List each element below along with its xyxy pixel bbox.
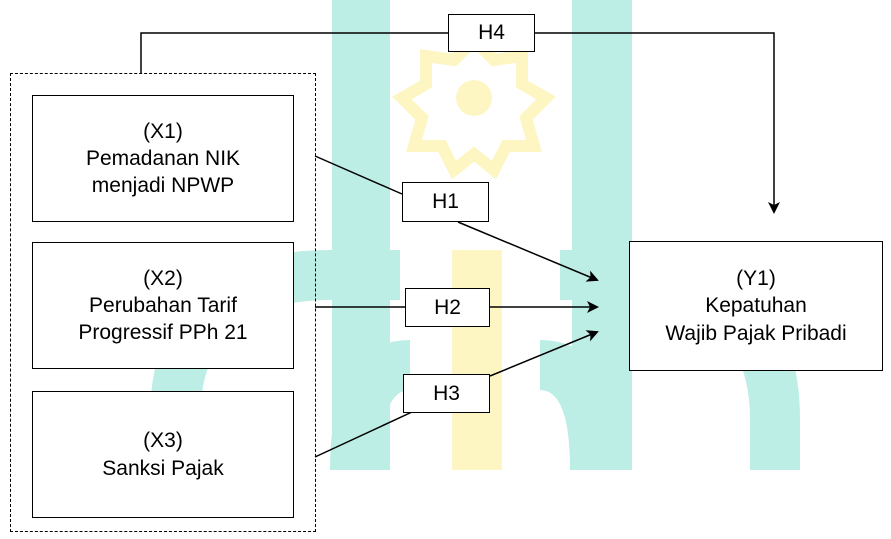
independent-variables-group [10, 73, 316, 532]
variable-y1-box: (Y1) Kepatuhan Wajib Pajak Pribadi [629, 241, 883, 371]
h3-connector-out [489, 330, 599, 377]
h3-connector-in [314, 411, 413, 458]
x3-line1: Sanksi Pajak [102, 456, 224, 480]
watermark-arch-center-left [330, 340, 410, 470]
h1-connector-out [457, 221, 599, 282]
x2-code: (X2) [143, 266, 183, 290]
h1-text: H1 [432, 190, 459, 213]
hypothesis-h4-label: H4 [448, 14, 535, 52]
h3-text: H3 [433, 381, 460, 405]
watermark-star-shape [392, 31, 556, 180]
x1-line1: Pemadanan NIK [85, 146, 241, 170]
hypothesis-h1-label: H1 [402, 182, 489, 222]
variable-x2-box: (X2) Perubahan Tarif Progressif PPh 21 [32, 242, 294, 369]
connectors [140, 32, 780, 458]
x1-code: (X1) [143, 119, 183, 143]
h4-connector [140, 32, 448, 73]
hypothesis-h2-label: H2 [405, 288, 490, 327]
y1-line1: Kepatuhan [705, 294, 807, 318]
x2-line2: Progressif PPh 21 [78, 321, 248, 345]
y1-line2: Wajib Pajak Pribadi [665, 321, 847, 345]
x3-code: (X3) [143, 429, 183, 453]
watermark-arch-center-right [540, 340, 620, 470]
h4-text: H4 [478, 21, 505, 44]
variable-x1-box: (X1) Pemadanan NIK menjadi NPWP [32, 95, 294, 222]
variable-x3-box: (X3) Sanksi Pajak [32, 391, 294, 518]
h2-text: H2 [434, 295, 461, 319]
watermark-center-stem [452, 250, 502, 470]
h4-connector-right [535, 32, 780, 214]
h1-connector-in [314, 155, 403, 195]
x1-line2: menjadi NPWP [91, 174, 235, 198]
x2-line1: Perubahan Tarif [89, 293, 237, 317]
y1-code: (Y1) [736, 267, 776, 291]
hypothesis-h3-label: H3 [403, 374, 490, 413]
